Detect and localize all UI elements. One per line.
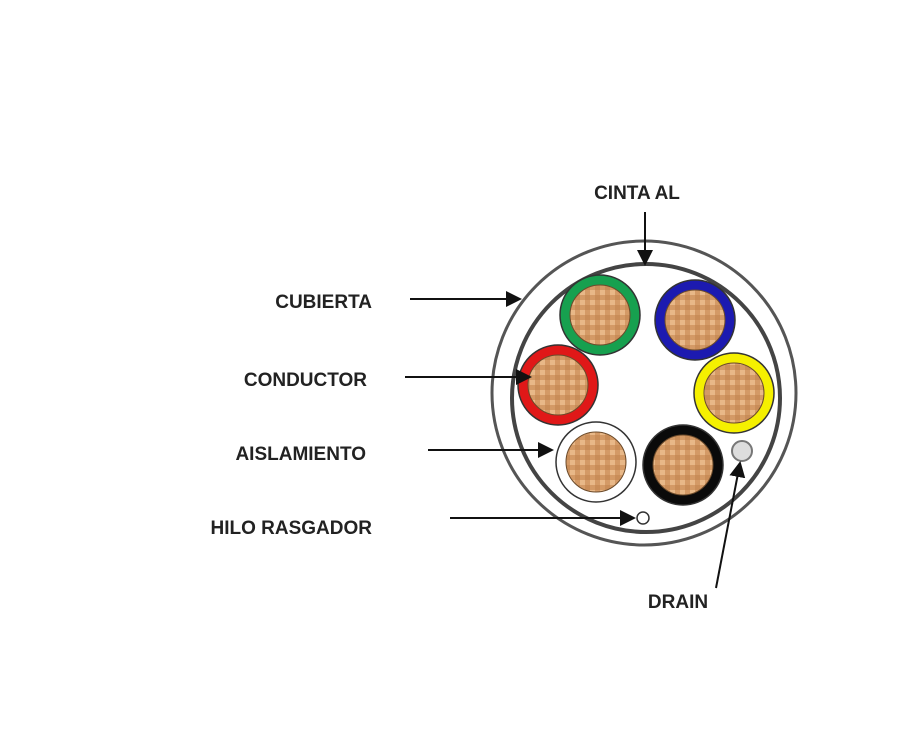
conductor-copper-white: [565, 431, 627, 493]
label-conductor: CONDUCTOR: [244, 370, 367, 391]
conductor-copper-green: [569, 284, 631, 346]
label-aislamiento: AISLAMIENTO: [235, 444, 366, 465]
label-hilo-rasgador: HILO RASGADOR: [211, 518, 373, 539]
label-cubierta: CUBIERTA: [275, 292, 372, 313]
drain-wire: [731, 440, 753, 462]
rip-cord: [636, 511, 650, 525]
conductor-copper-red: [527, 354, 589, 416]
drain-arrow: [715, 461, 746, 589]
conductor-copper-blue: [664, 289, 726, 351]
label-drain: DRAIN: [648, 592, 708, 613]
conductor-copper-yellow: [703, 362, 765, 424]
conductor-copper-black: [652, 434, 714, 496]
label-cinta-al: CINTA AL: [594, 183, 680, 204]
